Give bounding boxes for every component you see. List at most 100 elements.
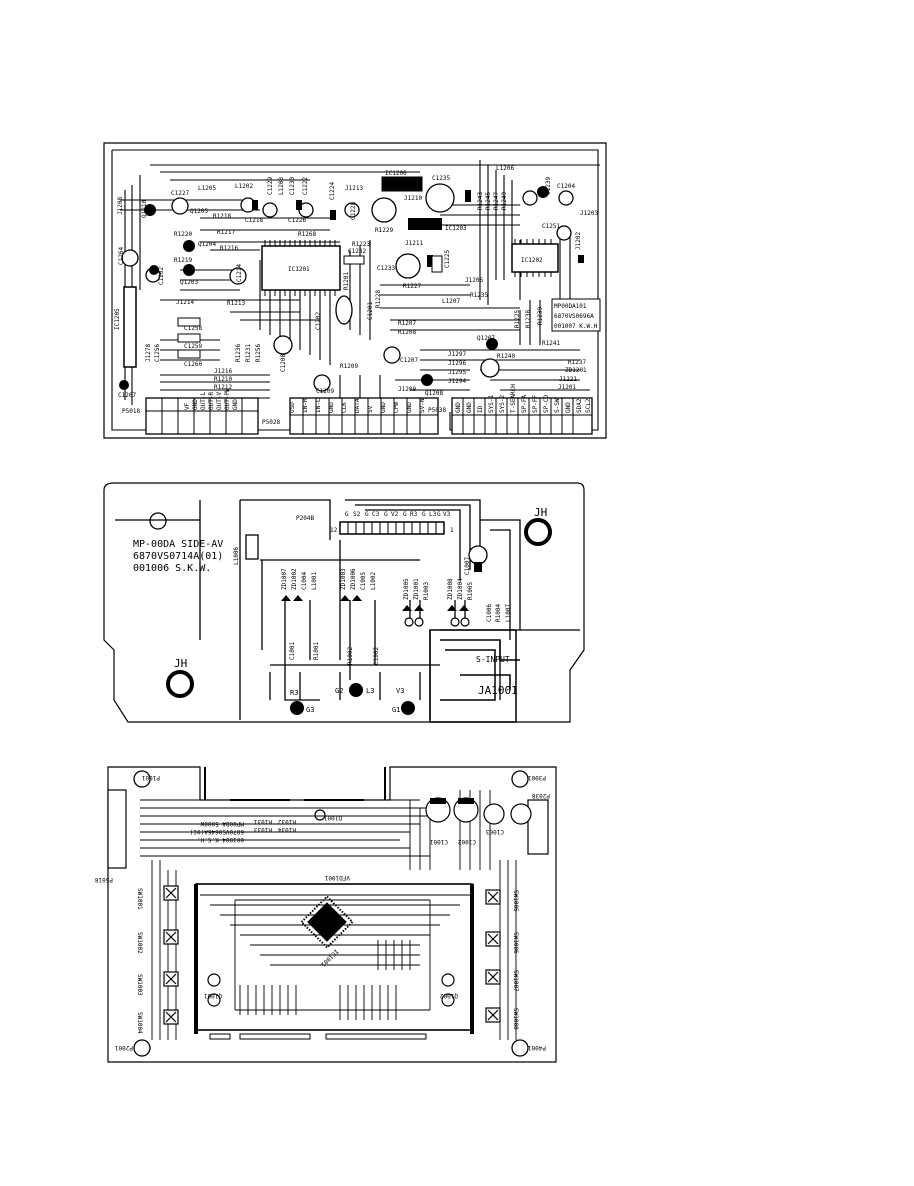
svg-text:OUT-R: OUT-R [208,392,215,410]
ic-ic1206 [381,176,423,192]
svg-text:GND: GND [232,399,239,410]
label-c1233: C1233 [377,265,395,272]
board2-title: MP-00DA SIDE-AV [133,539,223,550]
svg-text:ZD1003: ZD1003 [340,568,347,590]
svg-text:C1005: C1005 [360,572,367,590]
label-r1212: R1212 [214,384,232,391]
svg-text:GND: GND [565,402,572,413]
label-q1203: Q1203 [180,279,198,286]
label-j1294: J1294 [448,378,466,385]
label-r1210: R1210 [214,376,232,383]
label-j1216: J1216 [214,368,232,375]
label-j1203: J1203 [580,210,598,217]
svg-text:OSD: OSD [289,402,296,413]
svg-text:C1004: C1004 [301,572,308,590]
label-j1211: J1211 [405,240,423,247]
label-c1228: C1228 [350,202,357,220]
mount-hole-jh-left [166,670,194,698]
svg-text:SP-FA: SP-FA [521,395,528,413]
board1-drawing-number: 6870VS0696A [554,313,594,320]
label-j1208: J1208 [117,197,124,215]
label-r1209: R1209 [340,363,358,370]
label-l1203: L1203 [278,177,285,195]
label-j1213: J1213 [345,185,363,192]
label-r1201: R1201 [343,272,350,290]
label-r1236: R1236 [235,344,242,362]
label-c1209: C1209 [316,388,334,395]
label-r1235: R1235 [470,292,488,299]
label-r1238: R1238 [525,310,532,328]
connector-left [107,789,127,869]
svg-text:SYS-2: SYS-2 [499,395,506,413]
jack-ja1001-label: JA1001 [478,684,518,697]
front-corner-holes [133,770,529,1057]
front-board-slots [204,767,386,801]
label-c1258: C1258 [184,325,202,332]
svg-text:ZD1005: ZD1005 [403,578,410,600]
svg-text:G: G [345,511,349,518]
side-av-led-pads [404,617,470,627]
board1-date-code: 001007 K.W.H [554,323,598,330]
svg-text:ZD1006: ZD1006 [350,568,357,590]
mount-hole-top-left [149,512,167,530]
label-c1229: C1229 [267,177,274,195]
label-j1214: J1214 [176,299,194,306]
connector-p204b [339,521,445,535]
ic1206-label: IC1206 [385,170,407,177]
label-ic1203: IC1203 [445,225,467,232]
term-l3-label: L3 [366,687,374,695]
connector-p5028 [289,397,439,435]
svg-text:IN-L: IN-L [315,398,322,413]
svg-text:SV-N: SV-N [419,398,426,413]
svg-text:SP-CD: SP-CD [543,395,550,413]
svg-text:CLK: CLK [341,402,348,413]
main-board-transistors [119,186,584,390]
svg-text:SYS-1: SYS-1 [488,395,495,413]
p5028-pins: OSD IN-R IN-L GND CLK DATA 5V GND CPW GN… [289,398,426,413]
svg-text:SCL2: SCL2 [585,398,592,413]
vfd-pin-strip-right [325,1033,427,1040]
main-board-outline [103,142,607,439]
pin-1-label: 1 [450,527,454,534]
svg-text:ID: ID [477,405,484,413]
svg-text:Q1001: Q1001 [204,992,222,999]
svg-text:Q1002: Q1002 [440,992,458,999]
svg-text:G: G [365,511,369,518]
label-l1207: L1207 [442,298,460,305]
svg-text:SW1003: SW1003 [136,974,143,996]
label-r1256: R1256 [255,344,262,362]
svg-text:OUT-L: OUT-L [200,392,207,410]
svg-text:GND: GND [406,402,413,413]
svg-text:R1033: R1033 [254,826,272,833]
ic-ic1202 [511,243,559,273]
cap-c1007-body [474,562,482,572]
ic1205-label: IC1205 [114,308,121,330]
label-c1267: C1267 [118,392,136,399]
svg-text:MP00DA 5000W: MP00DA 5000W [200,820,244,827]
label-c1201: C1201 [367,302,374,320]
term-g1-label: G1 [392,706,400,714]
corner-label-br: P4001 [528,1044,546,1051]
label-r1217: R1217 [217,229,235,236]
vfd-pin-strip-mid [239,1033,311,1040]
svg-text:G: G [437,511,441,518]
label-c1259: C1259 [184,343,202,350]
label-r1213: R1213 [227,300,245,307]
svg-text:R1001: R1001 [313,642,320,660]
svg-text:C1001: C1001 [430,838,448,845]
svg-text:DATA: DATA [354,398,361,413]
label-c1225: C1225 [444,250,451,268]
label-r1247: R1247 [493,192,500,210]
p5018-pins: VF GND OUT-L OUT-R OUT-V OUT-PW GND [184,388,239,410]
board1-part-number: MP00DA101 [554,303,587,310]
svg-text:ZD1007: ZD1007 [281,568,288,590]
label-r1207: R1207 [398,320,416,327]
label-q1207: Q1207 [477,335,495,342]
term-r3-label: R3 [290,689,298,697]
label-c1260: C1260 [184,361,202,368]
svg-text:L1001: L1001 [311,572,318,590]
svg-text:SP-FF: SP-FF [532,395,539,413]
label-l1206: L1206 [496,165,514,172]
label-r1237: R1237 [568,359,586,366]
